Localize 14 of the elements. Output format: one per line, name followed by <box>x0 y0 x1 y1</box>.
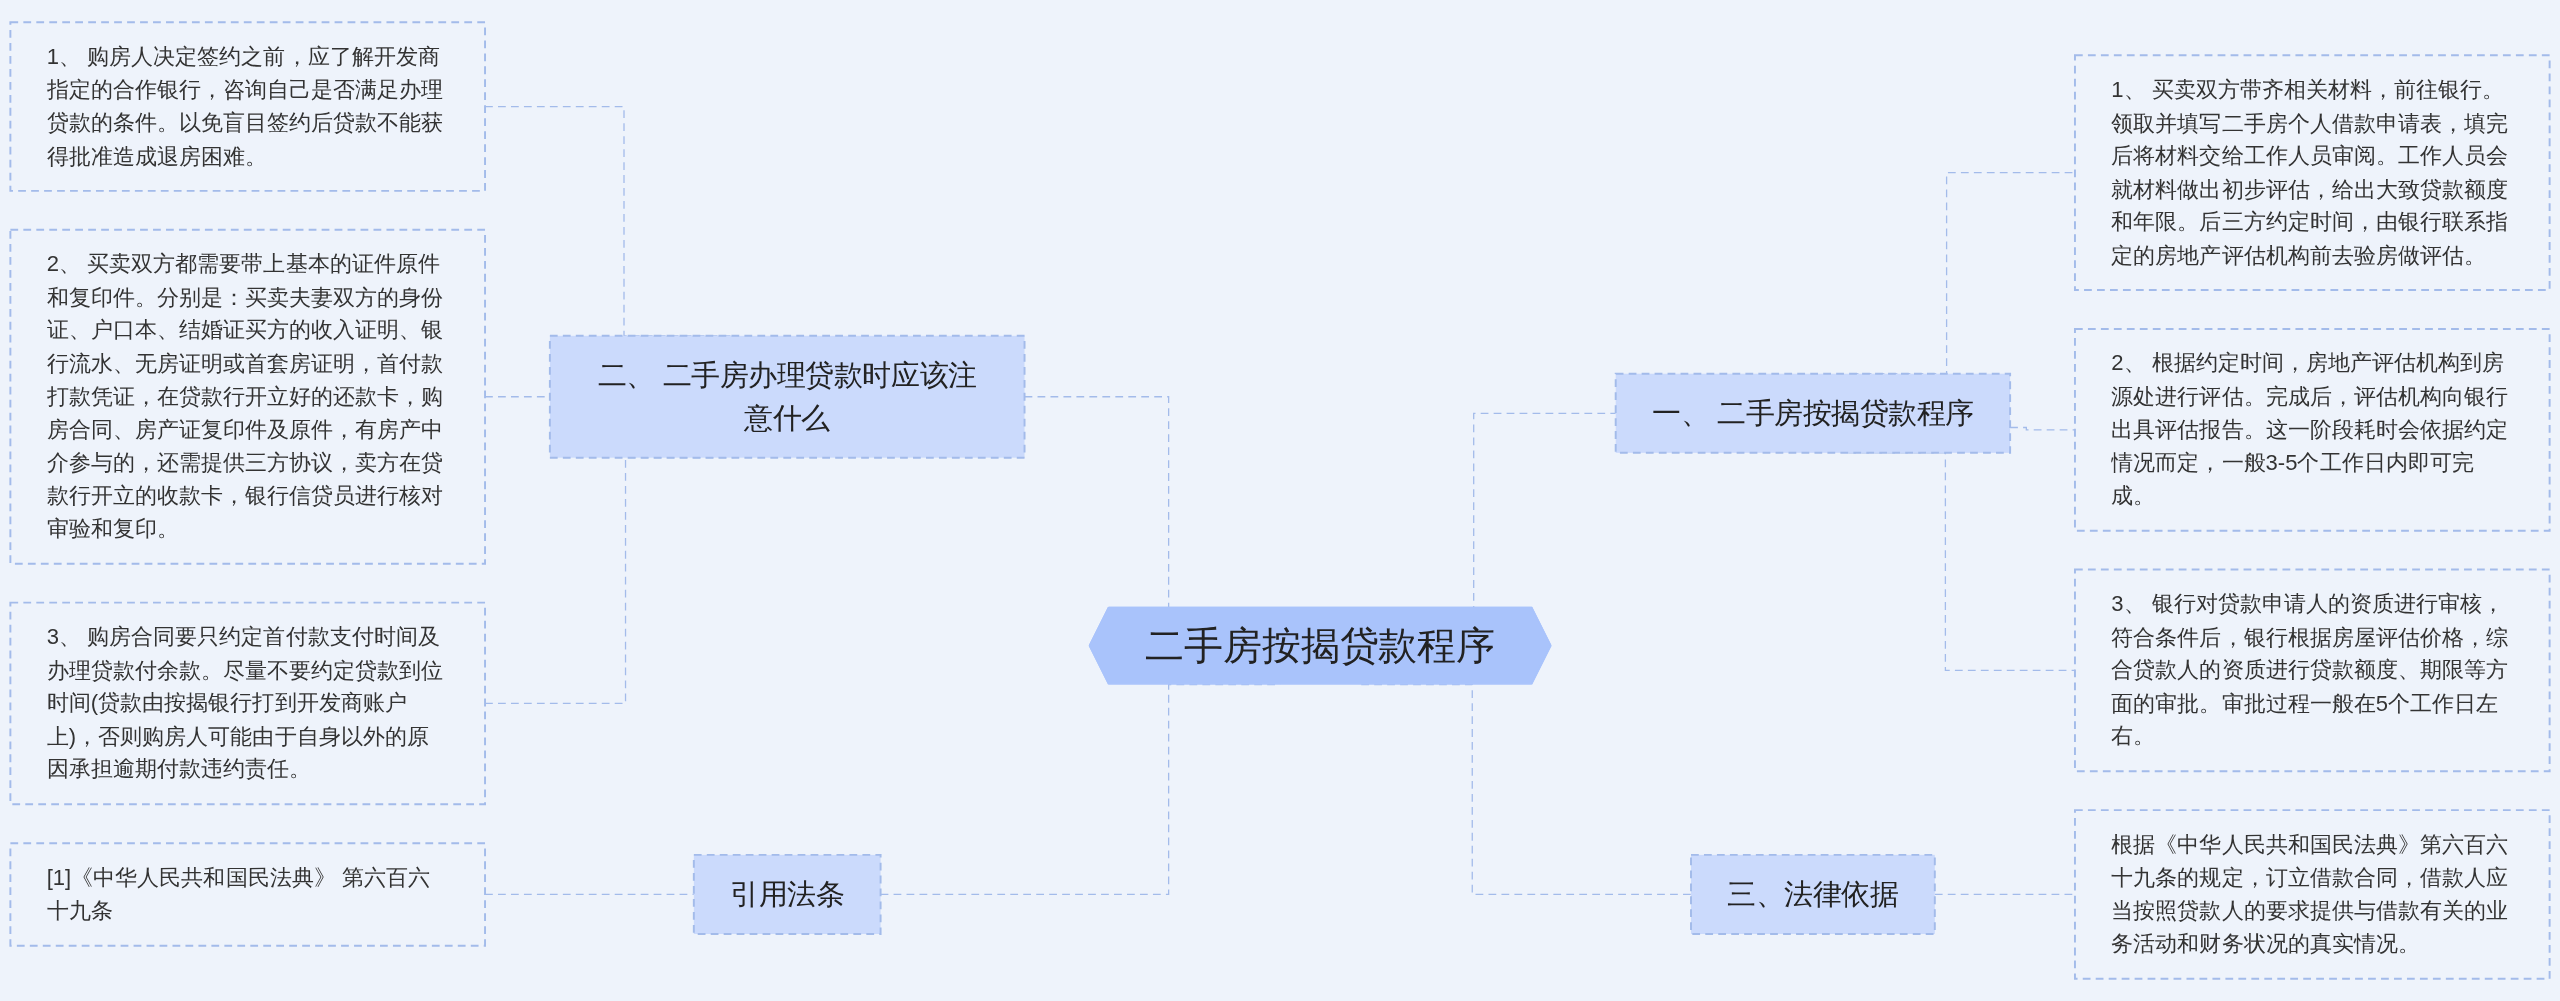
node-box: 根据《中华人民共和国民法典》第六百六十九条的规定，订立借款合同，借款人应当按照贷款人的要求提供与借款有关的业务活动和财务状况的真实情况。 <box>2074 809 2551 980</box>
connector <box>1360 683 1692 896</box>
node-box: 引用法条 <box>692 853 882 935</box>
node-box: [1]《中华人民共和国民法典》 第六百六十九条 <box>9 842 486 947</box>
node-box: 1、 购房人决定签约之前，应了解开发商指定的合作银行，咨询自己是否满足办理贷款的条件。以免盲目签约后贷款不能获得批准造成退房困难。 <box>9 21 486 192</box>
node-box: 2、 买卖双方都需要带上基本的证件原件和复印件。分别是：买卖夫妻双方的身份证、户口本、结婚证买方的收入证明、银行流水、无房证明或首套房证明，首付款打款凭证，在贷款行开立好的还款卡，购房合同、房产证复印件及原件，有房产中介参与的，还需提供三方协议，卖方在贷款行开立的收款卡，银行信贷员进行核对审验和复印。 <box>9 228 486 565</box>
node-box: 二、 二手房办理贷款时应该注意什么 <box>548 334 1026 459</box>
node-box: 三、法律依据 <box>1690 853 1936 935</box>
node-box: 3、 银行对贷款申请人的资质进行审核，符合条件后，银行根据房屋评估价格，综合贷款人的资质进行贷款额度、期限等方面的审批。审批过程一般在5个工作日左右。 <box>2074 568 2551 773</box>
node-box: 一、 二手房按揭贷款程序 <box>1614 372 2012 454</box>
connector <box>2009 426 2076 431</box>
node-box: 1、 买卖双方带齐相关材料，前往银行。领取并填写二手房个人借款申请表，填完后将材料交给工作人员审阅。工作人员会就材料做出初步评估，给出大致贷款额度和年限。后三方约定时间，由银行联系指定的房地产评估机构前去验房做评估。 <box>2074 54 2551 292</box>
node-box: 2、 根据约定时间，房地产评估机构到房源处进行评估。完成后，评估机构向银行出具评估报告。这一阶段耗时会依据约定情况而定，一般3-5个工作日内即可完成。 <box>2074 328 2551 532</box>
node-box: 3、 购房合同要只约定首付款支付时间及办理贷款付余款。尽量不要约定贷款到位时间(贷款由按揭银行打到开发商账户上)，否则购房人可能由于自身以外的原因承担逾期付款违约责任。 <box>9 601 486 806</box>
